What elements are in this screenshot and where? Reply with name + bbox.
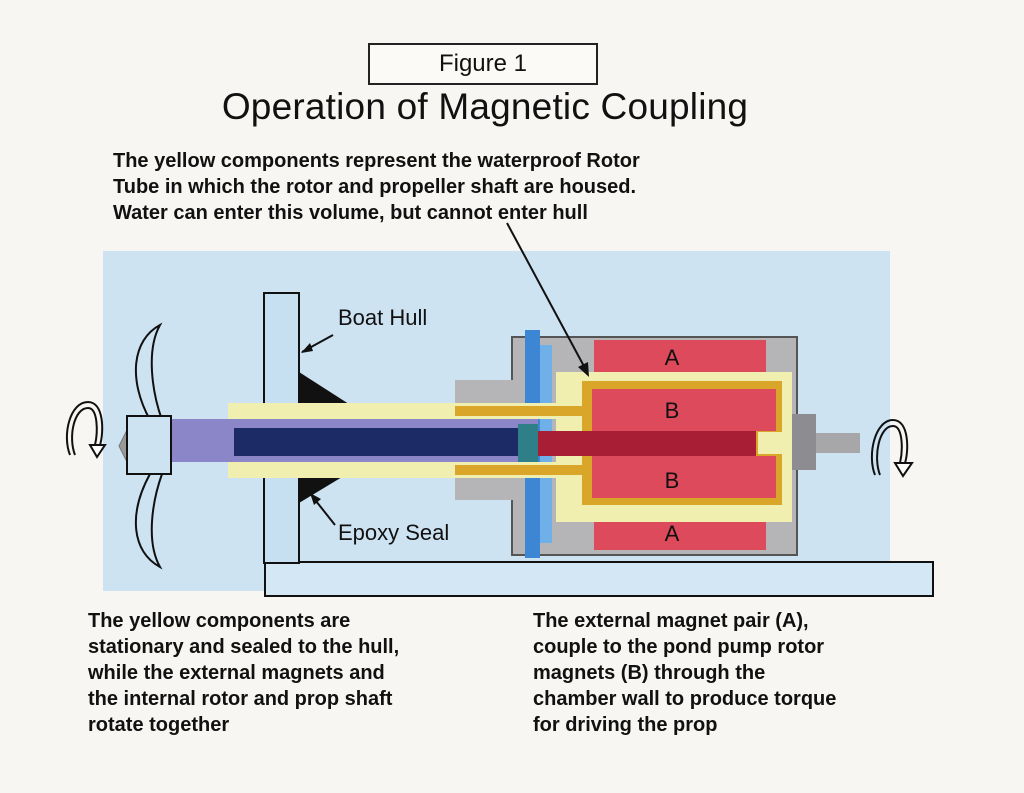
propeller-hub xyxy=(126,415,172,475)
figure-label: Figure 1 xyxy=(368,43,598,85)
propeller-blade-bottom xyxy=(134,473,164,570)
epoxy-seal-label: Epoxy Seal xyxy=(338,520,450,545)
hull-leader-arrowhead xyxy=(301,343,313,353)
base-plate xyxy=(264,561,934,597)
magnet-pair-note: The external magnet pair (A), couple to … xyxy=(533,610,837,736)
rotor-magnet-b-bottom xyxy=(592,456,776,498)
magnet-b-top-label: B xyxy=(664,398,680,423)
propeller-blade-top xyxy=(134,322,164,421)
stationary-components-note: The yellow components are stationary and… xyxy=(88,610,400,736)
magnet-a-top-label: A xyxy=(664,345,680,370)
magnet-b-bottom-label: B xyxy=(664,468,680,493)
rotor-tube-note: The yellow components represent the wate… xyxy=(113,150,640,224)
epoxy-leader-arrowhead xyxy=(310,493,321,505)
rotor-core xyxy=(538,431,756,456)
output-shaft-stub xyxy=(816,433,860,453)
rotation-arrow-left-icon xyxy=(65,400,107,459)
rotor-tube-leader-line xyxy=(506,222,587,371)
diagram-title: Operation of Magnetic Coupling xyxy=(221,86,749,127)
shaft-coupling-teal xyxy=(518,424,538,462)
rotor-tube-leader-arrowhead xyxy=(578,362,589,377)
boat-hull-label: Boat Hull xyxy=(338,305,428,330)
prop-shaft-inner xyxy=(234,428,520,456)
gold-sleeve-top xyxy=(455,406,585,416)
rotor-magnet-b-top xyxy=(592,389,776,431)
end-bearing xyxy=(758,432,792,454)
magnet-a-bottom-label: A xyxy=(664,521,680,546)
end-cap xyxy=(792,414,816,470)
epoxy-seal-top xyxy=(299,372,352,406)
external-magnet-a-top xyxy=(594,340,766,374)
gold-sleeve-bottom xyxy=(455,465,585,475)
rotation-arrow-right-icon xyxy=(870,418,914,478)
